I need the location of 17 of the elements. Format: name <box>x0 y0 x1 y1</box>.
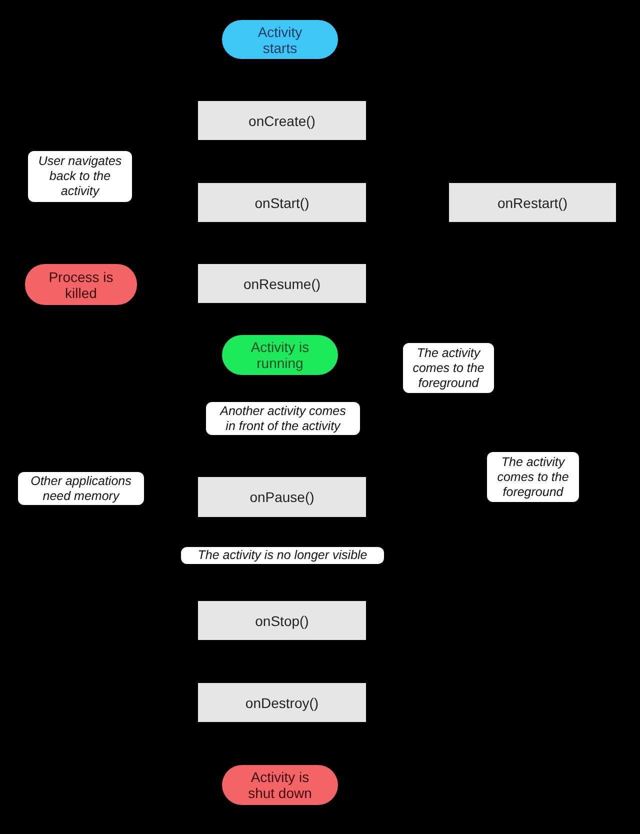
method-box: onStart() <box>198 183 366 222</box>
note-box: User navigates back to the activity <box>28 151 132 202</box>
method-box: onRestart() <box>449 183 616 222</box>
note-box: The activity is no longer visible <box>181 547 384 564</box>
method-box: onPause() <box>198 477 366 517</box>
running-state-pill: Activity is running <box>222 335 338 375</box>
end-state-pill: Activity is shut down <box>222 765 338 805</box>
method-box: onResume() <box>198 264 366 303</box>
note-box: The activity comes to the foreground <box>403 343 494 393</box>
killed-state-pill: Process is killed <box>25 264 137 305</box>
note-box: The activity comes to the foreground <box>487 452 579 502</box>
method-box: onCreate() <box>198 101 366 140</box>
start-state-pill: Activity starts <box>222 20 338 59</box>
note-box: Another activity comes in front of the activity <box>206 402 360 435</box>
method-box: onDestroy() <box>198 683 366 722</box>
note-box: Other applications need memory <box>18 472 144 505</box>
method-box: onStop() <box>198 601 366 640</box>
